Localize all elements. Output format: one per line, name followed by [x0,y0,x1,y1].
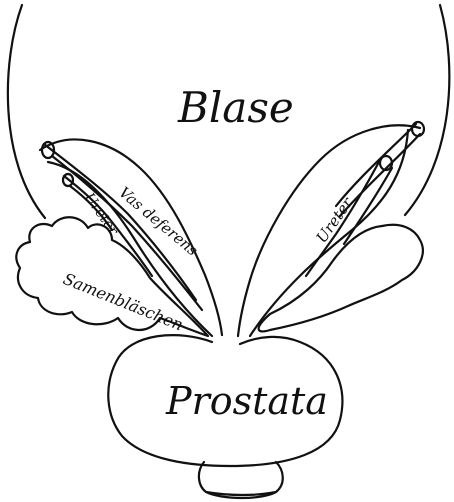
label-bladder: Blase [177,83,294,132]
label-ureter-right: Ureter [313,194,357,247]
urethra-outline [199,462,283,498]
right-ureter-tube [306,160,392,276]
right-vas-deferens-opening [412,122,424,136]
label-prostate: Prostata [165,379,328,423]
right-seminal-vesicle [259,225,423,332]
